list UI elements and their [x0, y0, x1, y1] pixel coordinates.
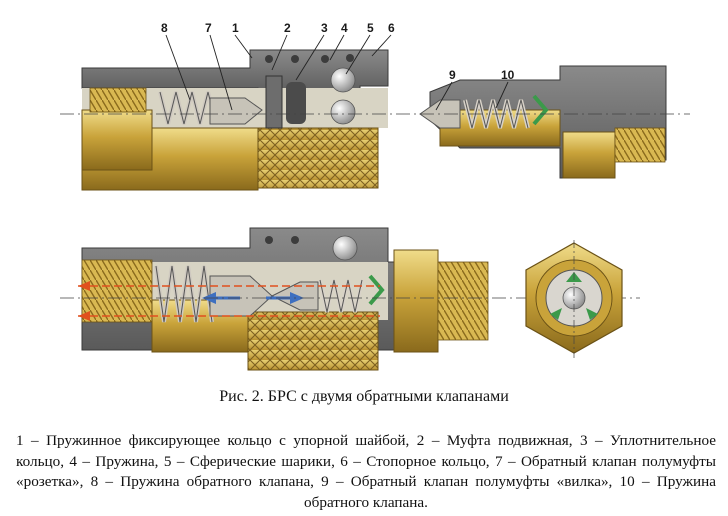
ball-5: [330, 67, 356, 93]
plug-half-disconnected: [419, 65, 667, 179]
figure-caption: Рис. 2. БРС с двумя обратными клапанами: [219, 388, 509, 405]
callout-7: 7: [205, 21, 212, 35]
valve-spring-8: [158, 91, 218, 125]
coupling-connected: [78, 227, 489, 371]
callout-3: 3: [321, 21, 328, 35]
hex-end-view: [525, 240, 623, 358]
check-valve-7: [209, 97, 263, 125]
callout-6: 6: [388, 21, 395, 35]
socket-half-disconnected: [81, 49, 389, 191]
figure-legend: 1 – Пружинное фиксирующее кольцо с упорн…: [16, 432, 716, 511]
callout-10: 10: [501, 68, 515, 82]
callout-2: 2: [284, 21, 291, 35]
coupling-diagram: 8 7 1 2 3 4 5 6 9 10: [60, 21, 690, 371]
leader-lines-top: [165, 34, 509, 111]
callout-1: 1: [232, 21, 239, 35]
callout-4: 4: [341, 21, 348, 35]
callout-8: 8: [161, 21, 168, 35]
callout-9: 9: [449, 68, 456, 82]
callout-5: 5: [367, 21, 374, 35]
